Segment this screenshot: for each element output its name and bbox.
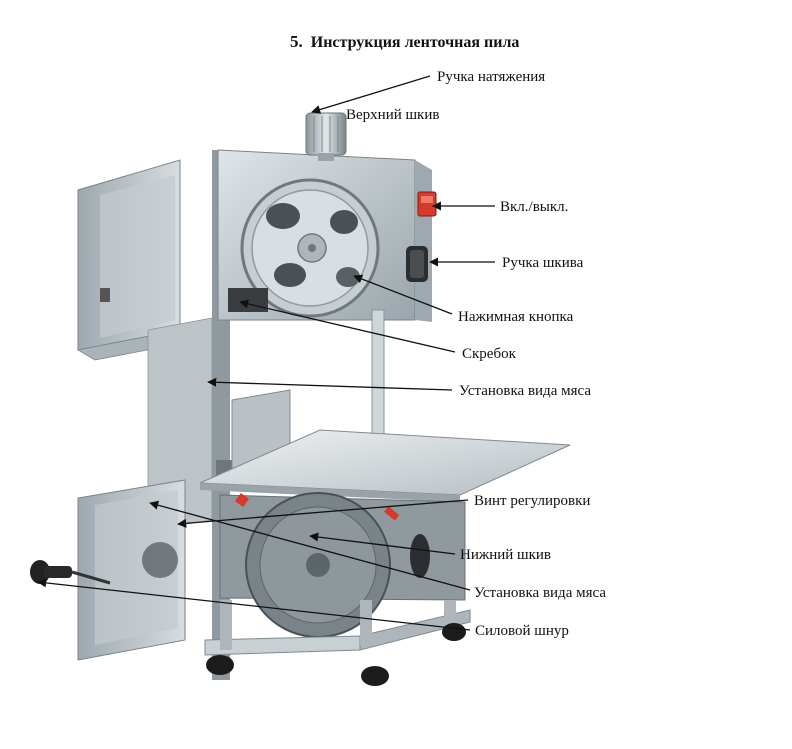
label-pulley-handle: Ручка шкива: [502, 255, 584, 271]
label-upper-pulley: Верхний шкив: [346, 107, 440, 123]
label-lower-pulley: Нижний шкив: [460, 547, 552, 563]
title-text: Инструкция ленточная пила: [310, 34, 520, 51]
red-rocker-switch-icon: [417, 191, 437, 217]
leader-push-button: [353, 274, 453, 315]
leader-lines: [37, 75, 495, 631]
upper-door: [76, 159, 202, 361]
tension-knob: [305, 112, 347, 161]
label-meat-setting-lower: Установка вида мяса: [474, 585, 606, 601]
page-title: 5. Инструкция ленточная пила: [290, 32, 519, 52]
leader-tension-handle: [311, 75, 431, 114]
lower-door: [77, 479, 186, 661]
scraper-block: [228, 288, 268, 312]
label-push-button: Нажимная кнопка: [458, 309, 574, 325]
door-latch: [100, 288, 110, 302]
leader-meat-setting-upper: [207, 377, 453, 391]
label-tension-handle: Ручка натяжения: [437, 69, 546, 85]
label-power-cord: Силовой шнур: [475, 623, 569, 639]
label-power-switch: Вкл./выкл.: [500, 199, 569, 215]
upper-housing: [217, 149, 432, 322]
label-meat-setting-upper: Установка вида мяса: [459, 383, 591, 399]
section-number: 5.: [290, 32, 303, 51]
knurled-knob-icon: [406, 246, 428, 282]
work-table: [199, 429, 571, 502]
base-stand: [204, 600, 471, 686]
leader-meat-setting-lower: [149, 500, 471, 591]
leader-power-cord: [37, 578, 471, 631]
leader-scraper: [239, 299, 456, 353]
label-adjust-screw: Винт регулировки: [474, 493, 591, 509]
lower-housing: [219, 492, 466, 638]
power-plug: [30, 560, 111, 585]
label-scraper: Скребок: [462, 346, 516, 362]
leader-lower-pulley: [309, 532, 456, 555]
leader-adjust-screw: [177, 499, 469, 528]
